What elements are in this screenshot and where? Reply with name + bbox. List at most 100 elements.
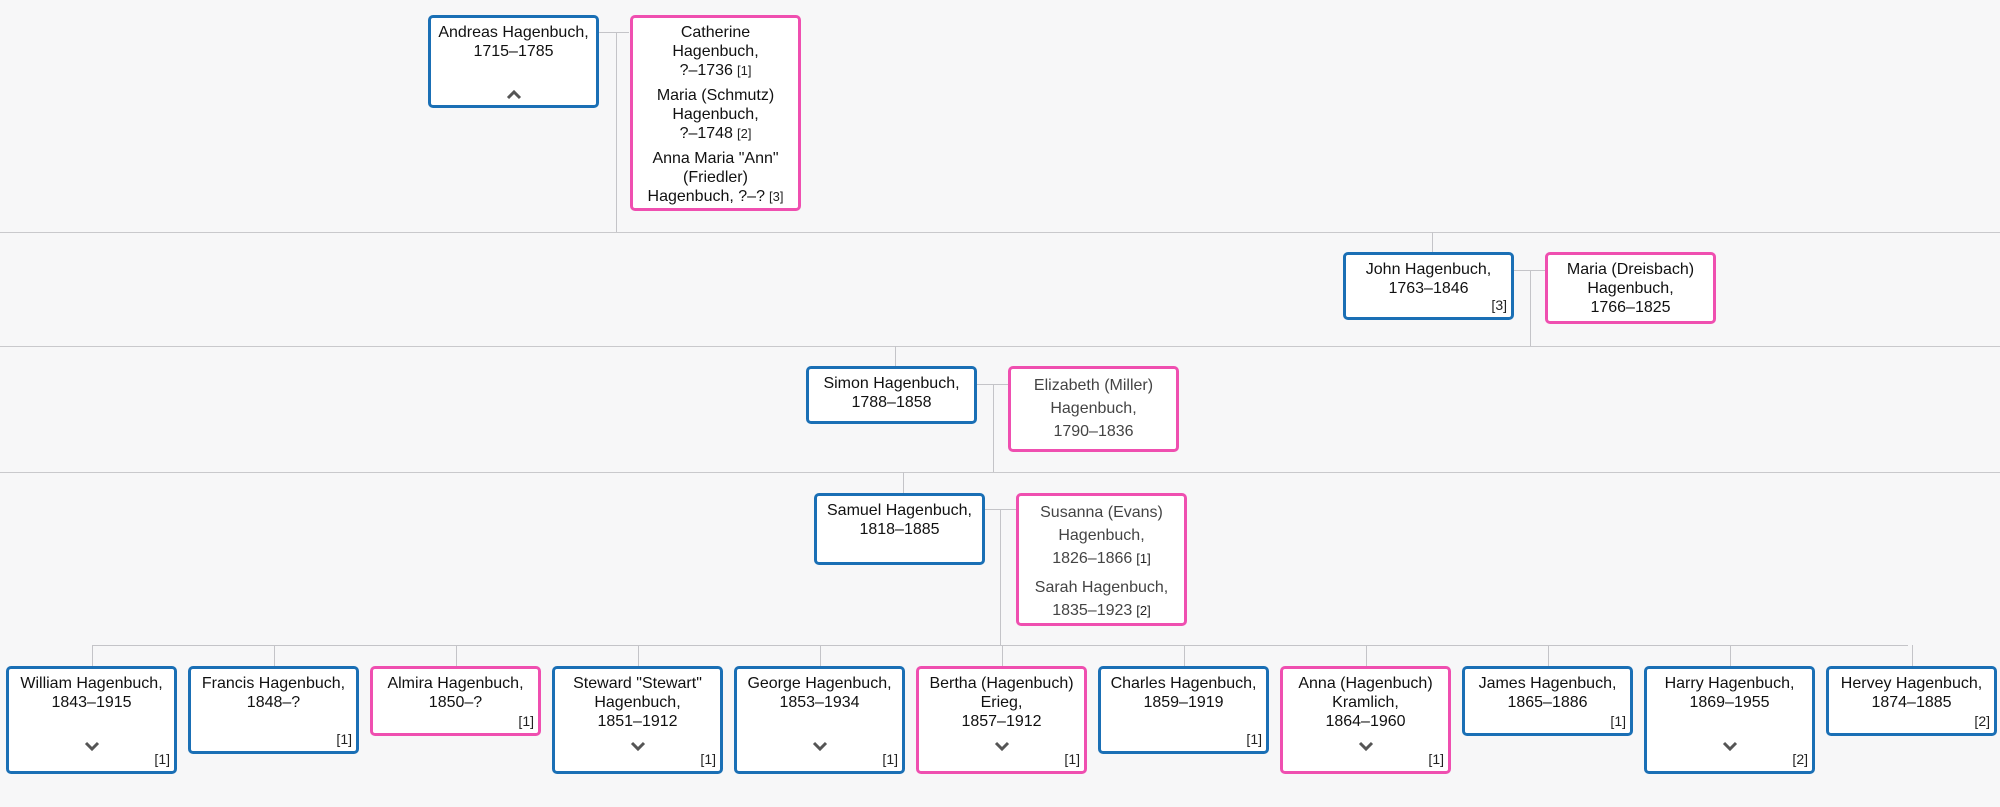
child-card[interactable]: Almira Hagenbuch,1850–?1 bbox=[370, 666, 541, 736]
spouse-entry[interactable]: Catherine Hagenbuch, ?–1736 1 bbox=[639, 23, 792, 80]
spouse-number: 1 bbox=[1136, 551, 1150, 566]
child-dates: 1850–? bbox=[428, 694, 483, 711]
spouse-card-maria-dreisbach[interactable]: Maria (Dreisbach) Hagenbuch, 1766–1825 bbox=[1545, 252, 1716, 324]
spouse-name: Susanna (Evans) Hagenbuch, bbox=[1040, 504, 1163, 544]
child-name: Charles Hagenbuch, bbox=[1110, 675, 1257, 692]
child-card[interactable]: James Hagenbuch,1865–18861 bbox=[1462, 666, 1633, 736]
child-card[interactable]: Harry Hagenbuch, 1869–1955 2 bbox=[1644, 666, 1815, 774]
child-card[interactable]: Francis Hagenbuch,1848–?1 bbox=[188, 666, 359, 754]
spouse-number: 1 bbox=[737, 63, 751, 78]
spouse-entry[interactable]: Maria (Schmutz) Hagenbuch, ?–17482 bbox=[639, 86, 792, 143]
person-name: John Hagenbuch, bbox=[1365, 261, 1492, 278]
spouse-entry[interactable]: Anna Maria "Ann" (Friedler) Hagenbuch, ?… bbox=[639, 149, 792, 206]
child-dates: 1859–1919 bbox=[1143, 694, 1224, 711]
child-dates: 1874–1885 bbox=[1871, 694, 1952, 711]
child-card[interactable]: George Hagenbuch, 1853–1934 1 bbox=[734, 666, 905, 774]
child-name: Hervey Hagenbuch, bbox=[1840, 675, 1983, 692]
spouse-dates: 1835–1923 bbox=[1052, 602, 1133, 619]
child-dates: 1851–1912 bbox=[597, 713, 678, 730]
person-name: Andreas Hagenbuch, bbox=[438, 24, 589, 41]
spouse-number: 3 bbox=[769, 189, 783, 204]
chevron-down-icon[interactable] bbox=[628, 739, 648, 753]
person-card-samuel[interactable]: Samuel Hagenbuch, 1818–1885 bbox=[814, 493, 985, 565]
chevron-down-icon[interactable] bbox=[1720, 739, 1740, 753]
spouse-name: Catherine Hagenbuch, bbox=[672, 24, 759, 60]
connector-line bbox=[976, 384, 1009, 385]
connector-line bbox=[597, 32, 629, 33]
spouse-name: Sarah Hagenbuch, bbox=[1034, 579, 1169, 596]
chevron-down-icon[interactable] bbox=[992, 739, 1012, 753]
person-dates: 1788–1858 bbox=[851, 394, 932, 411]
connector-line bbox=[993, 384, 994, 472]
child-card[interactable]: Charles Hagenbuch,1859–19191 bbox=[1098, 666, 1269, 754]
child-card[interactable]: William Hagenbuch,1843–19151 bbox=[6, 666, 177, 774]
connector-line bbox=[92, 645, 93, 666]
generation-number: 1 bbox=[336, 730, 352, 749]
chevron-down-icon[interactable] bbox=[1356, 739, 1376, 753]
spouse-dates: ?–1736 bbox=[679, 62, 733, 79]
child-card[interactable]: Bertha (Hagenbuch) Erieg,1857–19121 bbox=[916, 666, 1087, 774]
generation-number: 1 bbox=[1064, 750, 1080, 769]
person-card-andreas[interactable]: Andreas Hagenbuch, 1715–1785 bbox=[428, 15, 599, 108]
connector-line bbox=[638, 645, 639, 666]
spouse-number: 2 bbox=[1136, 603, 1150, 618]
person-name: Simon Hagenbuch, bbox=[823, 375, 960, 392]
spouse-name: Maria (Dreisbach) Hagenbuch, bbox=[1566, 261, 1695, 297]
child-dates: 1857–1912 bbox=[961, 713, 1042, 730]
generation-number: 2 bbox=[1974, 712, 1990, 731]
child-name: William Hagenbuch, bbox=[20, 675, 163, 692]
spouse-dates: 1766–1825 bbox=[1590, 299, 1671, 316]
generation-number: 1 bbox=[882, 750, 898, 769]
chevron-up-icon[interactable] bbox=[504, 87, 524, 101]
person-dates: 1818–1885 bbox=[859, 521, 940, 538]
connector-line bbox=[92, 645, 1908, 646]
spouse-entry[interactable]: Susanna (Evans) Hagenbuch, 1826–18661 bbox=[1025, 501, 1178, 570]
person-dates: 1715–1785 bbox=[473, 43, 554, 60]
connector-line bbox=[1366, 645, 1367, 666]
child-name: Harry Hagenbuch, bbox=[1664, 675, 1795, 692]
connector-line bbox=[895, 346, 896, 367]
generation-number: 1 bbox=[518, 712, 534, 731]
person-name: Samuel Hagenbuch, bbox=[827, 502, 972, 519]
child-name: George Hagenbuch, bbox=[747, 675, 892, 692]
child-card[interactable]: Anna (Hagenbuch) Kramlich, 1864–1960 1 bbox=[1280, 666, 1451, 774]
connector-line bbox=[1002, 645, 1003, 666]
child-card[interactable]: Hervey Hagenbuch, 1874–1885 2 bbox=[1826, 666, 1997, 736]
connector-line bbox=[1432, 232, 1433, 252]
connector-line bbox=[1730, 645, 1731, 666]
connector-line bbox=[903, 472, 904, 493]
child-dates: 1864–1960 bbox=[1325, 713, 1406, 730]
person-card-simon[interactable]: Simon Hagenbuch, 1788–1858 bbox=[806, 366, 977, 424]
child-dates: 1869–1955 bbox=[1689, 694, 1770, 711]
spouse-dates: 1826–1866 bbox=[1052, 550, 1133, 567]
generation-separator bbox=[0, 346, 2000, 347]
person-dates: 1763–1846 bbox=[1388, 280, 1469, 297]
generation-number: 1 bbox=[1428, 750, 1444, 769]
spouses-card-samuel[interactable]: Susanna (Evans) Hagenbuch, 1826–18661 Sa… bbox=[1016, 493, 1187, 626]
generation-number: 1 bbox=[1610, 712, 1626, 731]
generation-separator bbox=[0, 232, 2000, 233]
spouse-dates: ?–? bbox=[738, 188, 765, 205]
connector-line bbox=[1530, 270, 1531, 346]
connector-line bbox=[616, 32, 617, 232]
spouses-card-andreas[interactable]: Catherine Hagenbuch, ?–1736 1 Maria (Schm… bbox=[630, 15, 801, 211]
chevron-down-icon[interactable] bbox=[810, 739, 830, 753]
spouse-name: Maria (Schmutz) Hagenbuch, bbox=[656, 87, 775, 123]
spouse-card-elizabeth[interactable]: Elizabeth (Miller) Hagenbuch, 1790–1836 bbox=[1008, 366, 1179, 452]
generation-number: 3 bbox=[1491, 296, 1507, 315]
connector-line bbox=[1184, 645, 1185, 666]
connector-line bbox=[1912, 645, 1913, 666]
child-name: Anna (Hagenbuch) Kramlich, bbox=[1298, 675, 1433, 711]
connector-line bbox=[820, 645, 821, 666]
spouse-dates: ?–1748 bbox=[679, 125, 733, 142]
generation-number: 2 bbox=[1792, 750, 1808, 769]
child-name: Francis Hagenbuch, bbox=[201, 675, 346, 692]
chevron-down-icon[interactable] bbox=[82, 739, 102, 753]
child-card[interactable]: Steward "Stewart" Hagenbuch,1851–19121 bbox=[552, 666, 723, 774]
person-card-john[interactable]: John Hagenbuch, 1763–1846 3 bbox=[1343, 252, 1514, 320]
child-dates: 1865–1886 bbox=[1507, 694, 1588, 711]
spouse-entry[interactable]: Sarah Hagenbuch, 1835–19232 bbox=[1025, 576, 1178, 622]
connector-line bbox=[1513, 270, 1546, 271]
child-dates: 1853–1934 bbox=[779, 694, 860, 711]
child-name: Steward "Stewart" Hagenbuch, bbox=[573, 675, 702, 711]
